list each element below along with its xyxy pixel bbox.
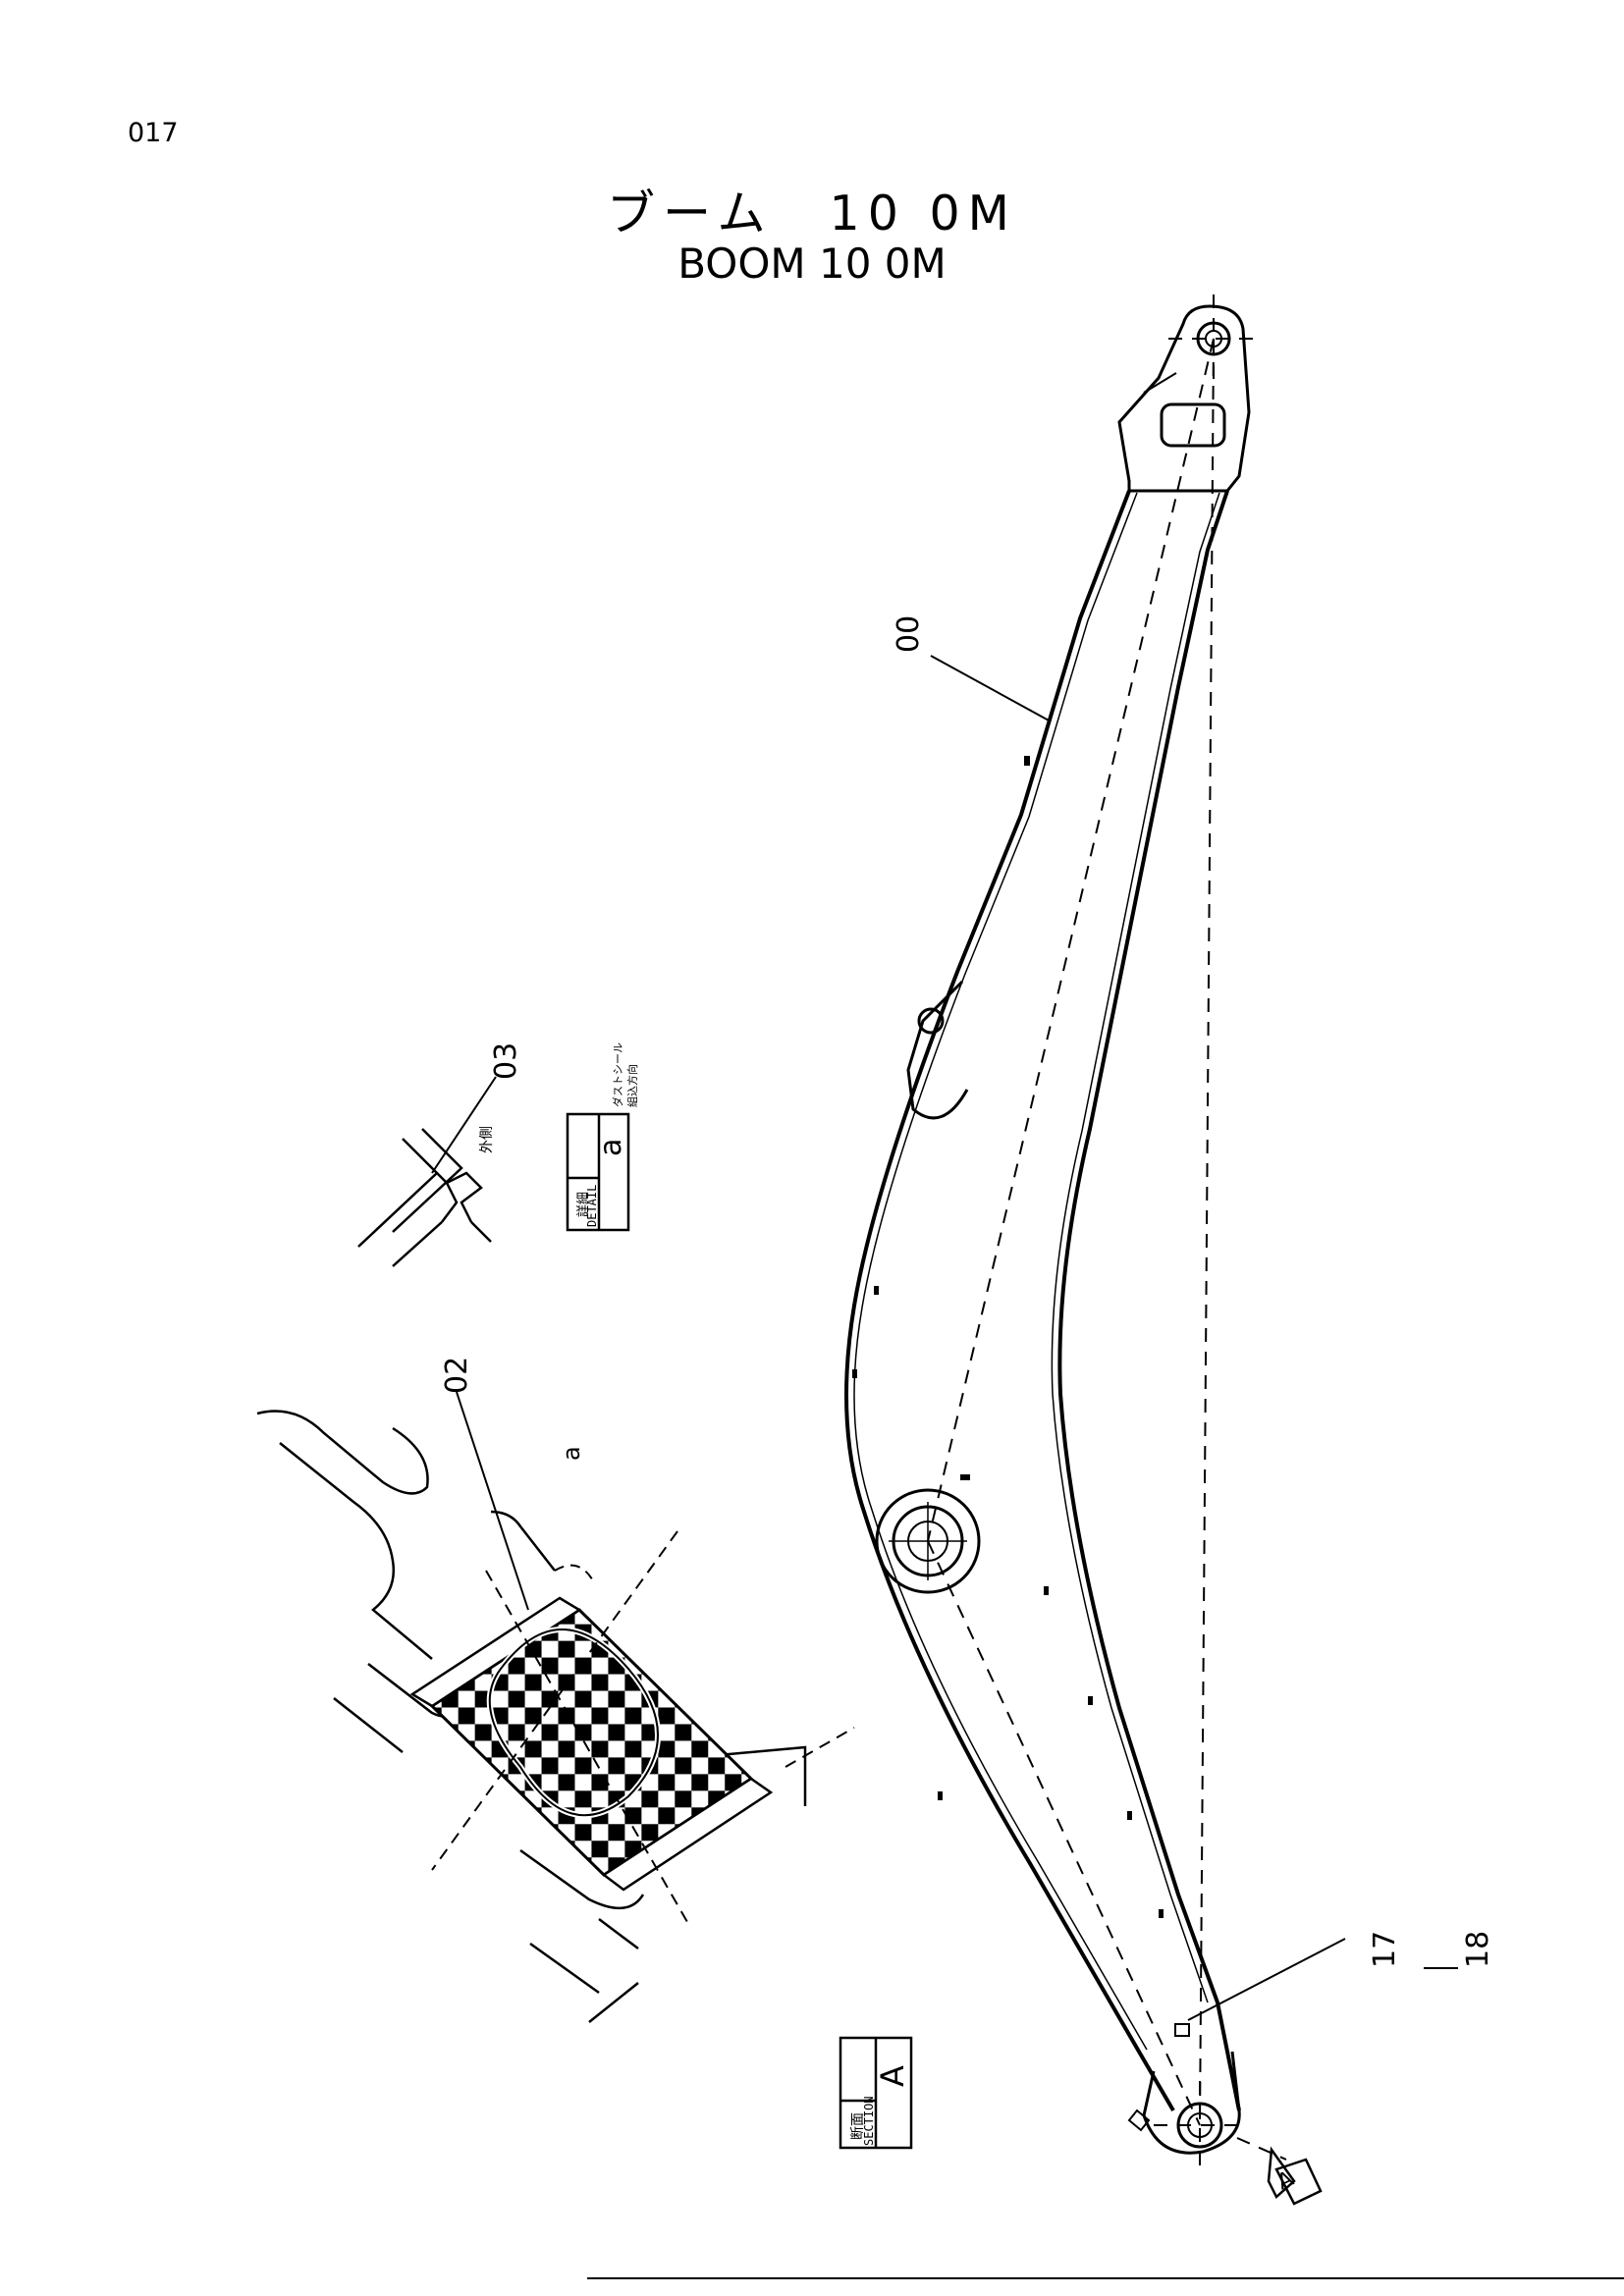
callout-18: 18 xyxy=(1461,1931,1495,1968)
callout-17: 17 xyxy=(1368,1931,1402,1968)
bottom-rule xyxy=(587,2277,1624,2279)
cylinder-bracket xyxy=(906,980,969,1120)
boom-bottom-fitting xyxy=(1142,2051,1241,2155)
section-box xyxy=(839,2036,913,2150)
callout-00: 00 xyxy=(892,615,926,653)
section-arrow xyxy=(1267,2146,1323,2206)
detail-box-kanji: 詳細 xyxy=(575,1192,591,1217)
callout-03: 03 xyxy=(489,1042,523,1080)
detail-box-label: DETAIL xyxy=(585,1185,599,1227)
boom-top-fitting xyxy=(1117,304,1251,493)
detail-note-line2: 組込方向 xyxy=(625,1064,639,1107)
detail-marker-a: a xyxy=(558,1446,585,1461)
boom-outer-edge xyxy=(844,490,1175,2112)
section-box-label: SECTION xyxy=(862,2096,876,2146)
boom-inner-edge xyxy=(1057,490,1241,2111)
hatched-plate xyxy=(409,1530,855,1923)
section-box-letter: A xyxy=(874,2065,911,2087)
detail-box-letter: a xyxy=(594,1139,628,1156)
detail-box xyxy=(566,1112,630,1232)
page-number: 017 xyxy=(128,118,179,148)
detail-a-sketch xyxy=(357,1128,492,1267)
detail-side-label: 外側 xyxy=(479,1126,495,1153)
title-japanese: ブーム 10 0M xyxy=(607,186,1017,241)
detail-note-line1: ダストシール xyxy=(611,1042,624,1107)
callout-02: 02 xyxy=(440,1357,474,1394)
leaders xyxy=(431,655,1458,2021)
title-english: BOOM 10 0M xyxy=(677,240,947,288)
boom-body xyxy=(844,294,1287,2169)
boom-cylinder-boss xyxy=(875,1488,981,1594)
section-box-kanji: 断面 xyxy=(850,2112,866,2140)
